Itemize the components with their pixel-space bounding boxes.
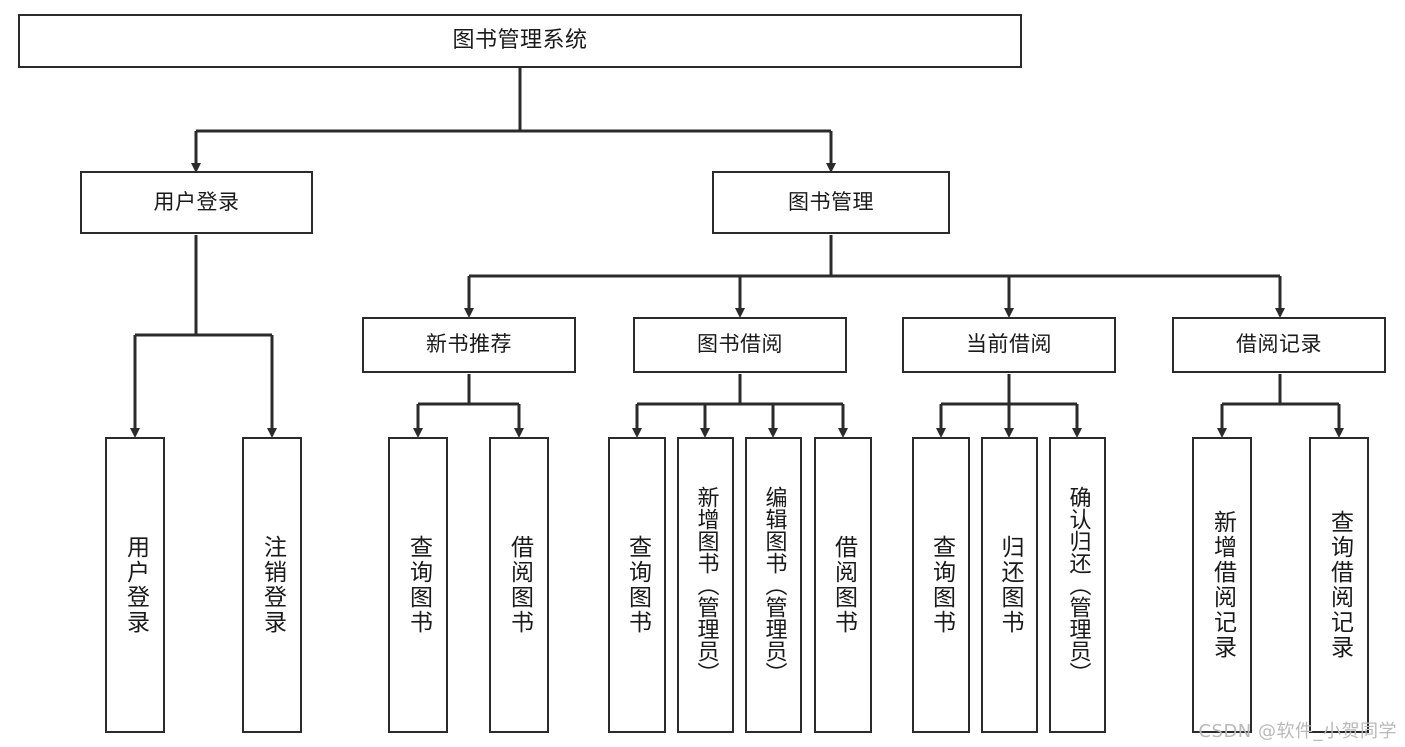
node-label: 查询图书 <box>928 535 955 635</box>
node-label: 注销登录 <box>259 535 286 635</box>
node-label: 图书管理系统 <box>452 27 588 53</box>
node-root-book-management-system[interactable]: 图书管理系统 <box>18 14 1022 68</box>
leaf-query-book-1[interactable]: 查询图书 <box>388 437 448 733</box>
node-label: 编辑图书（管理员） <box>761 486 787 684</box>
node-user-login[interactable]: 用户登录 <box>80 171 313 234</box>
node-label: 图书管理 <box>788 189 874 214</box>
leaf-user-login[interactable]: 用户登录 <box>105 437 165 733</box>
node-label: 借阅图书 <box>830 535 857 635</box>
node-label: 新增图书（管理员） <box>693 486 719 684</box>
node-label: 查询图书 <box>405 535 432 635</box>
node-label: 确认归还（管理员） <box>1065 486 1091 684</box>
node-label: 查询图书 <box>624 535 651 635</box>
leaf-query-book-2[interactable]: 查询图书 <box>608 437 666 733</box>
node-label: 新书推荐 <box>426 332 512 357</box>
node-label: 新增借阅记录 <box>1209 510 1236 660</box>
node-borrow-record[interactable]: 借阅记录 <box>1172 317 1386 373</box>
node-current-borrow[interactable]: 当前借阅 <box>902 317 1116 373</box>
leaf-query-record[interactable]: 查询借阅记录 <box>1309 437 1369 733</box>
node-new-book-recommend[interactable]: 新书推荐 <box>362 317 576 373</box>
node-label: 用户登录 <box>122 535 149 635</box>
leaf-return-book[interactable]: 归还图书 <box>981 437 1038 733</box>
node-book-borrow[interactable]: 图书借阅 <box>633 317 847 373</box>
leaf-edit-book[interactable]: 编辑图书（管理员） <box>745 437 802 733</box>
leaf-logout-login[interactable]: 注销登录 <box>242 437 302 733</box>
node-label: 当前借阅 <box>966 332 1052 357</box>
node-label: 归还图书 <box>997 535 1023 635</box>
leaf-add-record[interactable]: 新增借阅记录 <box>1192 437 1252 733</box>
node-label: 用户登录 <box>153 189 240 214</box>
node-label: 借阅图书 <box>506 535 533 635</box>
node-book-manage[interactable]: 图书管理 <box>712 171 950 234</box>
leaf-borrow-book-2[interactable]: 借阅图书 <box>814 437 872 733</box>
node-label: 查询借阅记录 <box>1326 510 1353 660</box>
leaf-query-book-3[interactable]: 查询图书 <box>912 437 970 733</box>
node-label: 借阅记录 <box>1236 332 1322 357</box>
node-label: 图书借阅 <box>697 332 783 357</box>
leaf-add-book[interactable]: 新增图书（管理员） <box>677 437 734 733</box>
csdn-watermark: CSDN @软件_小贺同学 <box>1198 721 1397 742</box>
leaf-borrow-book-1[interactable]: 借阅图书 <box>489 437 549 733</box>
leaf-confirm-return[interactable]: 确认归还（管理员） <box>1049 437 1106 733</box>
